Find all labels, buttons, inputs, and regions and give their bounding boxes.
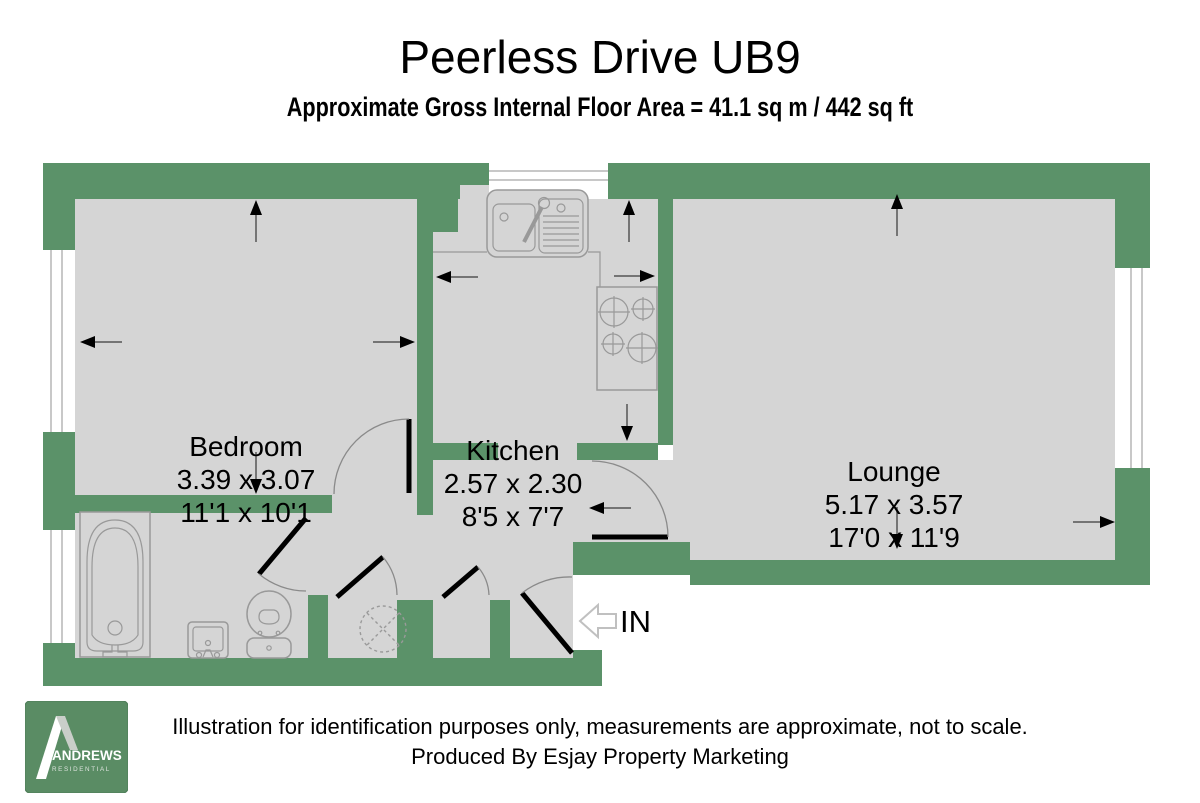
entrance-arrow-icon [578, 602, 617, 640]
room-label-kitchen: Kitchen 2.57 x 2.30 8'5 x 7'7 [444, 434, 583, 533]
bathroom-door [257, 516, 308, 592]
andrews-residential-logo: ANDREWS RESIDENTIAL [25, 701, 128, 793]
toilet [246, 590, 292, 659]
page-title: Peerless Drive UB9 [399, 31, 801, 83]
room-dim-imperial: 8'5 x 7'7 [461, 501, 565, 532]
logo-brand-text: ANDREWS [52, 748, 122, 763]
bedroom-door [333, 418, 412, 495]
lounge-window [1115, 268, 1155, 468]
room-name: Bedroom [189, 431, 303, 462]
room-label-bedroom: Bedroom 3.39 x 3.07 11'1 x 10'1 [177, 430, 316, 529]
basin [187, 621, 229, 659]
disclaimer-line1: Illustration for identification purposes… [172, 714, 1028, 739]
room-name: Lounge [847, 456, 941, 487]
floorplan-drawing [39, 160, 1155, 686]
cupboard-door-left [335, 555, 398, 599]
stove [596, 286, 658, 391]
kitchen-counter [433, 251, 601, 287]
disclaimer-line2: Produced By Esjay Property Marketing [411, 744, 789, 769]
logo-subbrand-text: RESIDENTIAL [52, 766, 111, 773]
room-dim-metric: 2.57 x 2.30 [443, 468, 583, 499]
floor-area-subtitle: Approximate Gross Internal Floor Area = … [286, 92, 914, 122]
room-dim-metric: 5.17 x 3.57 [824, 489, 964, 520]
bedroom-window [39, 250, 75, 432]
room-dim-metric: 3.39 x 3.07 [176, 464, 316, 495]
cupboard-door-right [441, 565, 490, 599]
floors [75, 185, 1115, 658]
bathtub [79, 511, 151, 658]
dimension-arrows [80, 194, 1115, 549]
bathroom-window [39, 530, 75, 643]
room-dim-imperial: 11'1 x 10'1 [180, 497, 312, 528]
walls [43, 163, 1150, 686]
room-dim-imperial: 17'0 x 11'9 [828, 522, 960, 553]
front-door [520, 576, 574, 655]
water-tank [359, 605, 407, 653]
windows [39, 160, 1155, 643]
room-label-lounge: Lounge 5.17 x 3.57 17'0 x 11'9 [825, 455, 964, 554]
room-name: Kitchen [466, 435, 560, 466]
logo-a-mark-leg [56, 716, 78, 750]
entrance-label: IN [620, 604, 651, 639]
logo-a-mark [36, 716, 65, 779]
kitchen-sink [486, 189, 589, 258]
lounge-door [591, 460, 669, 540]
